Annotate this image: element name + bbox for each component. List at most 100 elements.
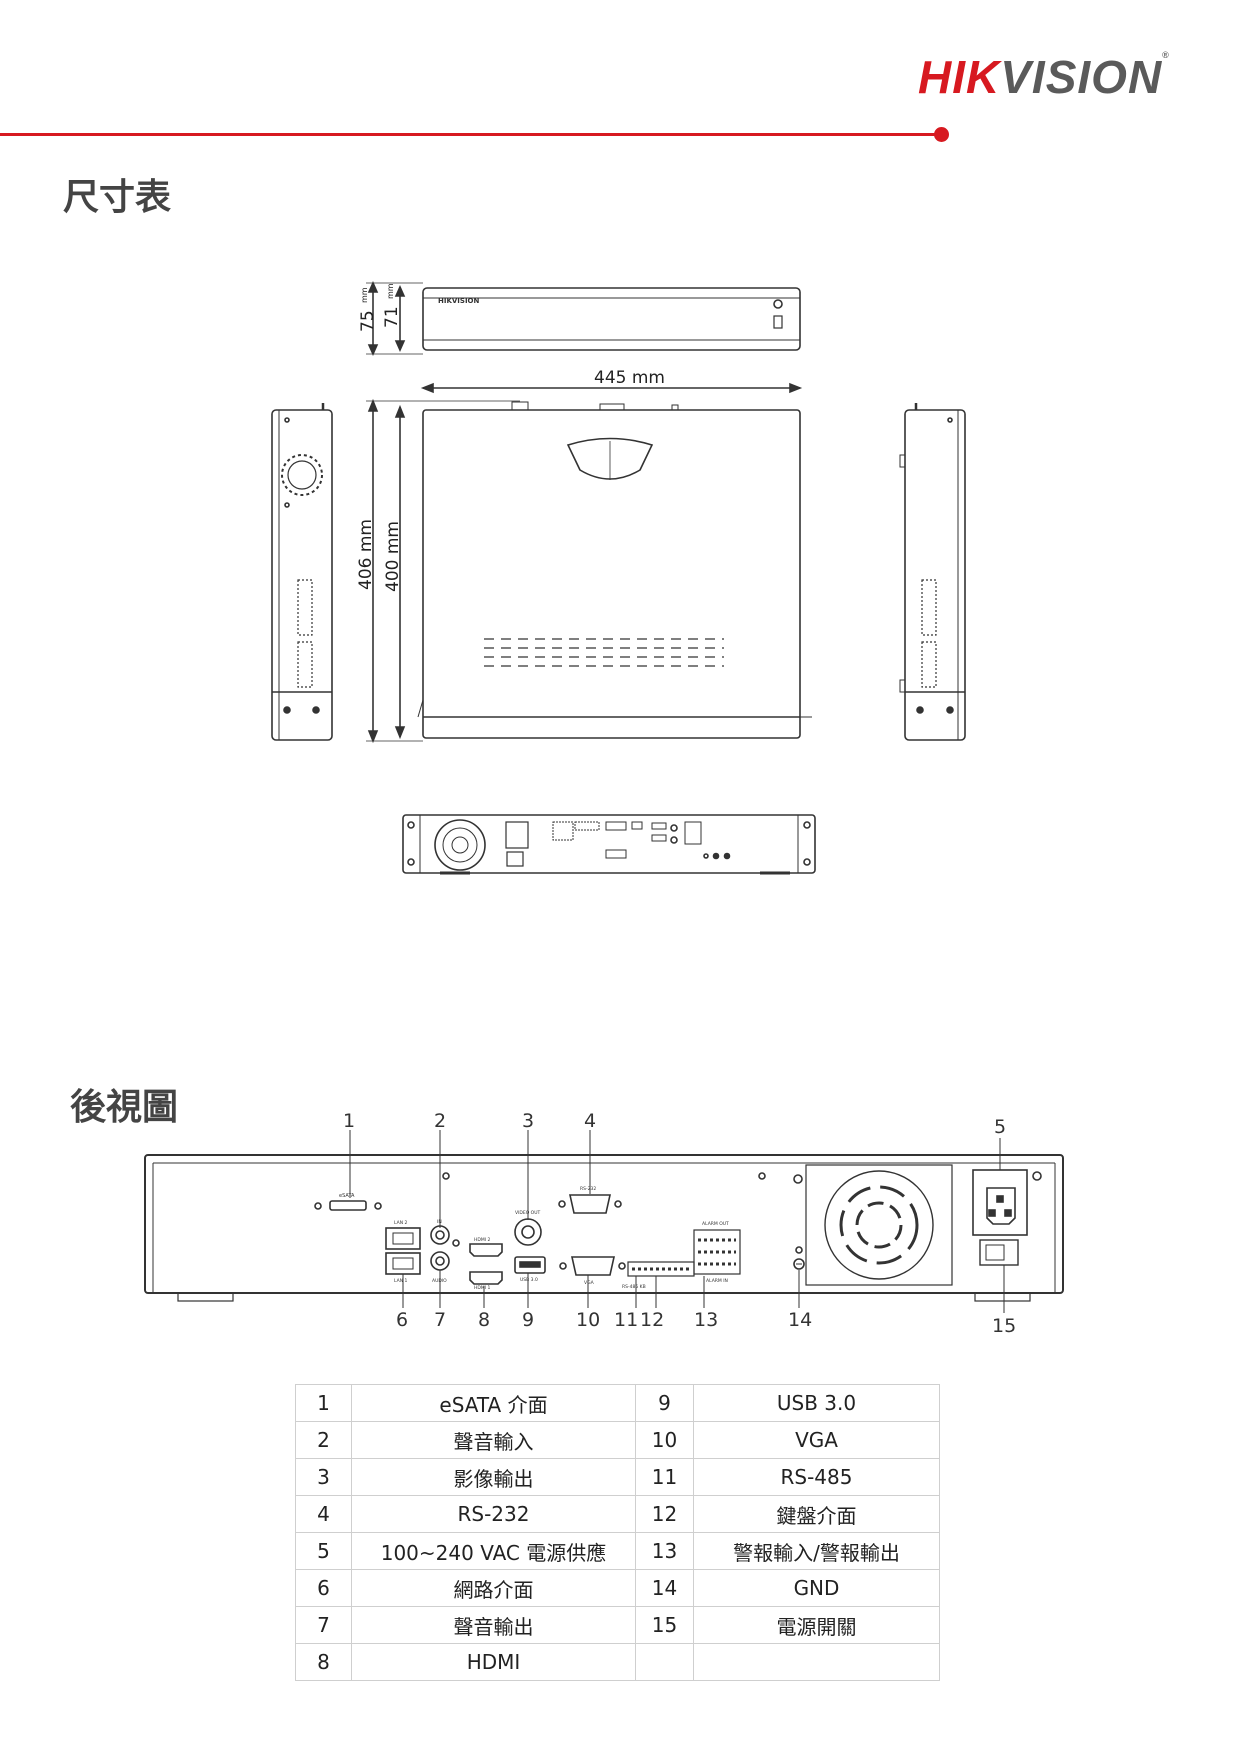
port-name: 鍵盤介面 [693, 1495, 940, 1533]
height-outer-label: 75 [358, 310, 378, 332]
port-name: 警報輸入/警報輸出 [693, 1532, 940, 1570]
port-number: 5 [295, 1532, 352, 1570]
usb-port: USB 3.0 [514, 1256, 546, 1283]
rear-panel-drawing: eSATA LAN 2 LAN 1 IN AUDIO HDMI 2 HDMI 1… [144, 1110, 1064, 1337]
front-view: HIKVISION 75 mm 71 mm [358, 281, 801, 356]
small-rear-view [402, 814, 816, 875]
port-number: 13 [635, 1532, 694, 1570]
power-inlet [972, 1169, 1028, 1266]
port-number: 9 [635, 1384, 694, 1422]
table-row: 2 聲音輸入 10 VGA [295, 1421, 940, 1459]
port-number: 4 [295, 1495, 352, 1533]
rear-view-title: 後視圖 [70, 1087, 179, 1128]
table-row: 4 RS-232 12 鍵盤介面 [295, 1495, 940, 1533]
callout-12: 12 [640, 1309, 664, 1331]
port-name: VGA [693, 1421, 940, 1459]
left-side-view [271, 403, 333, 741]
logo-part2: VISION [1000, 51, 1163, 103]
registered-mark: ® [1162, 50, 1170, 60]
callout-leaders [349, 1130, 1005, 1313]
port-number: 1 [295, 1384, 352, 1422]
callout-7: 7 [434, 1309, 446, 1331]
table-row: 6 網路介面 14 GND [295, 1569, 940, 1607]
hdmi-ports: HDMI 2 HDMI 1 [469, 1237, 503, 1291]
table-row: 8 HDMI [295, 1643, 940, 1681]
port-name: 聲音輸出 [351, 1606, 636, 1644]
width-dimension: 445 mm [420, 368, 803, 394]
fan-grille [805, 1164, 953, 1286]
lan1-label: LAN 1 [394, 1278, 407, 1284]
port-number: 12 [635, 1495, 694, 1533]
gnd-terminal [793, 1246, 805, 1270]
port-name: eSATA 介面 [351, 1384, 636, 1422]
port-name: 100~240 VAC 電源供應 [351, 1532, 636, 1570]
port-number: 3 [295, 1458, 352, 1496]
callout-11: 11 [614, 1309, 638, 1331]
callout-6: 6 [396, 1309, 408, 1331]
port-name: GND [693, 1569, 940, 1607]
alarm-in-label: ALARM IN [706, 1278, 728, 1284]
port-number: 15 [635, 1606, 694, 1644]
port-name [693, 1643, 940, 1681]
port-name: HDMI [351, 1643, 636, 1681]
port-name: 聲音輸入 [351, 1421, 636, 1459]
port-name: 影像輸出 [351, 1458, 636, 1496]
port-number: 7 [295, 1606, 352, 1644]
rs485-kb-label: RS-485 KB [622, 1284, 646, 1290]
depth-inner-label: 400 mm [383, 521, 403, 592]
callout-9: 9 [522, 1309, 534, 1331]
dimension-drawing: HIKVISION 75 mm 71 mm 445 mm [271, 281, 966, 875]
callout-15: 15 [992, 1315, 1016, 1337]
audio-ports: IN AUDIO [430, 1219, 460, 1284]
audio-in-label: IN [437, 1219, 442, 1225]
port-name: USB 3.0 [693, 1384, 940, 1422]
ports-table: 1 eSATA 介面 9 USB 3.0 2 聲音輸入 10 VGA 3 影像輸… [295, 1384, 940, 1681]
table-row: 3 影像輸出 11 RS-485 [295, 1458, 940, 1496]
port-number: 8 [295, 1643, 352, 1681]
height-inner-unit: mm [386, 283, 395, 299]
port-name: RS-485 [693, 1458, 940, 1496]
port-name: 電源開關 [693, 1606, 940, 1644]
vga-port: VGA [559, 1256, 626, 1286]
vga-label: VGA [584, 1280, 595, 1286]
front-logo-text: HIKVISION [438, 297, 480, 305]
hdmi2-label: HDMI 2 [474, 1237, 490, 1243]
alarm-out-label: ALARM OUT [702, 1221, 729, 1227]
header-rule [0, 133, 936, 136]
depth-outer-label: 406 mm [356, 519, 376, 590]
alarm-terminal: ALARM OUT ALARM IN [693, 1221, 741, 1284]
port-number [635, 1643, 694, 1681]
top-vents [484, 638, 724, 667]
callout-14: 14 [788, 1309, 812, 1331]
callout-4: 4 [584, 1110, 596, 1132]
callout-1: 1 [343, 1110, 355, 1132]
table-row: 7 聲音輸出 15 電源開關 [295, 1606, 940, 1644]
port-number: 2 [295, 1421, 352, 1459]
port-number: 10 [635, 1421, 694, 1459]
top-view: 406 mm 400 mm [356, 398, 812, 744]
port-name: RS-232 [351, 1495, 636, 1533]
height-inner-label: 71 [382, 306, 402, 328]
port-number: 6 [295, 1569, 352, 1607]
callout-8: 8 [478, 1309, 490, 1331]
logo-part1: HIK [918, 51, 1001, 103]
esata-port: eSATA [314, 1193, 382, 1211]
lan2-label: LAN 2 [394, 1220, 407, 1226]
rs485-kb-terminal: RS-485 KB [622, 1261, 695, 1290]
port-number: 14 [635, 1569, 694, 1607]
esata-label: eSATA [339, 1193, 355, 1199]
header-dot [934, 127, 949, 142]
callout-2: 2 [434, 1110, 446, 1132]
callout-3: 3 [522, 1110, 534, 1132]
callout-13: 13 [694, 1309, 718, 1331]
width-label: 445 mm [594, 368, 665, 388]
height-outer-unit: mm [360, 287, 369, 303]
rs232-label: RS-232 [580, 1186, 596, 1192]
callout-10: 10 [576, 1309, 600, 1331]
table-row: 5 100~240 VAC 電源供應 13 警報輸入/警報輸出 [295, 1532, 940, 1570]
right-side-view [899, 403, 966, 741]
port-name: 網路介面 [351, 1569, 636, 1607]
table-row: 1 eSATA 介面 9 USB 3.0 [295, 1384, 940, 1422]
callout-5: 5 [994, 1116, 1006, 1138]
port-number: 11 [635, 1458, 694, 1496]
